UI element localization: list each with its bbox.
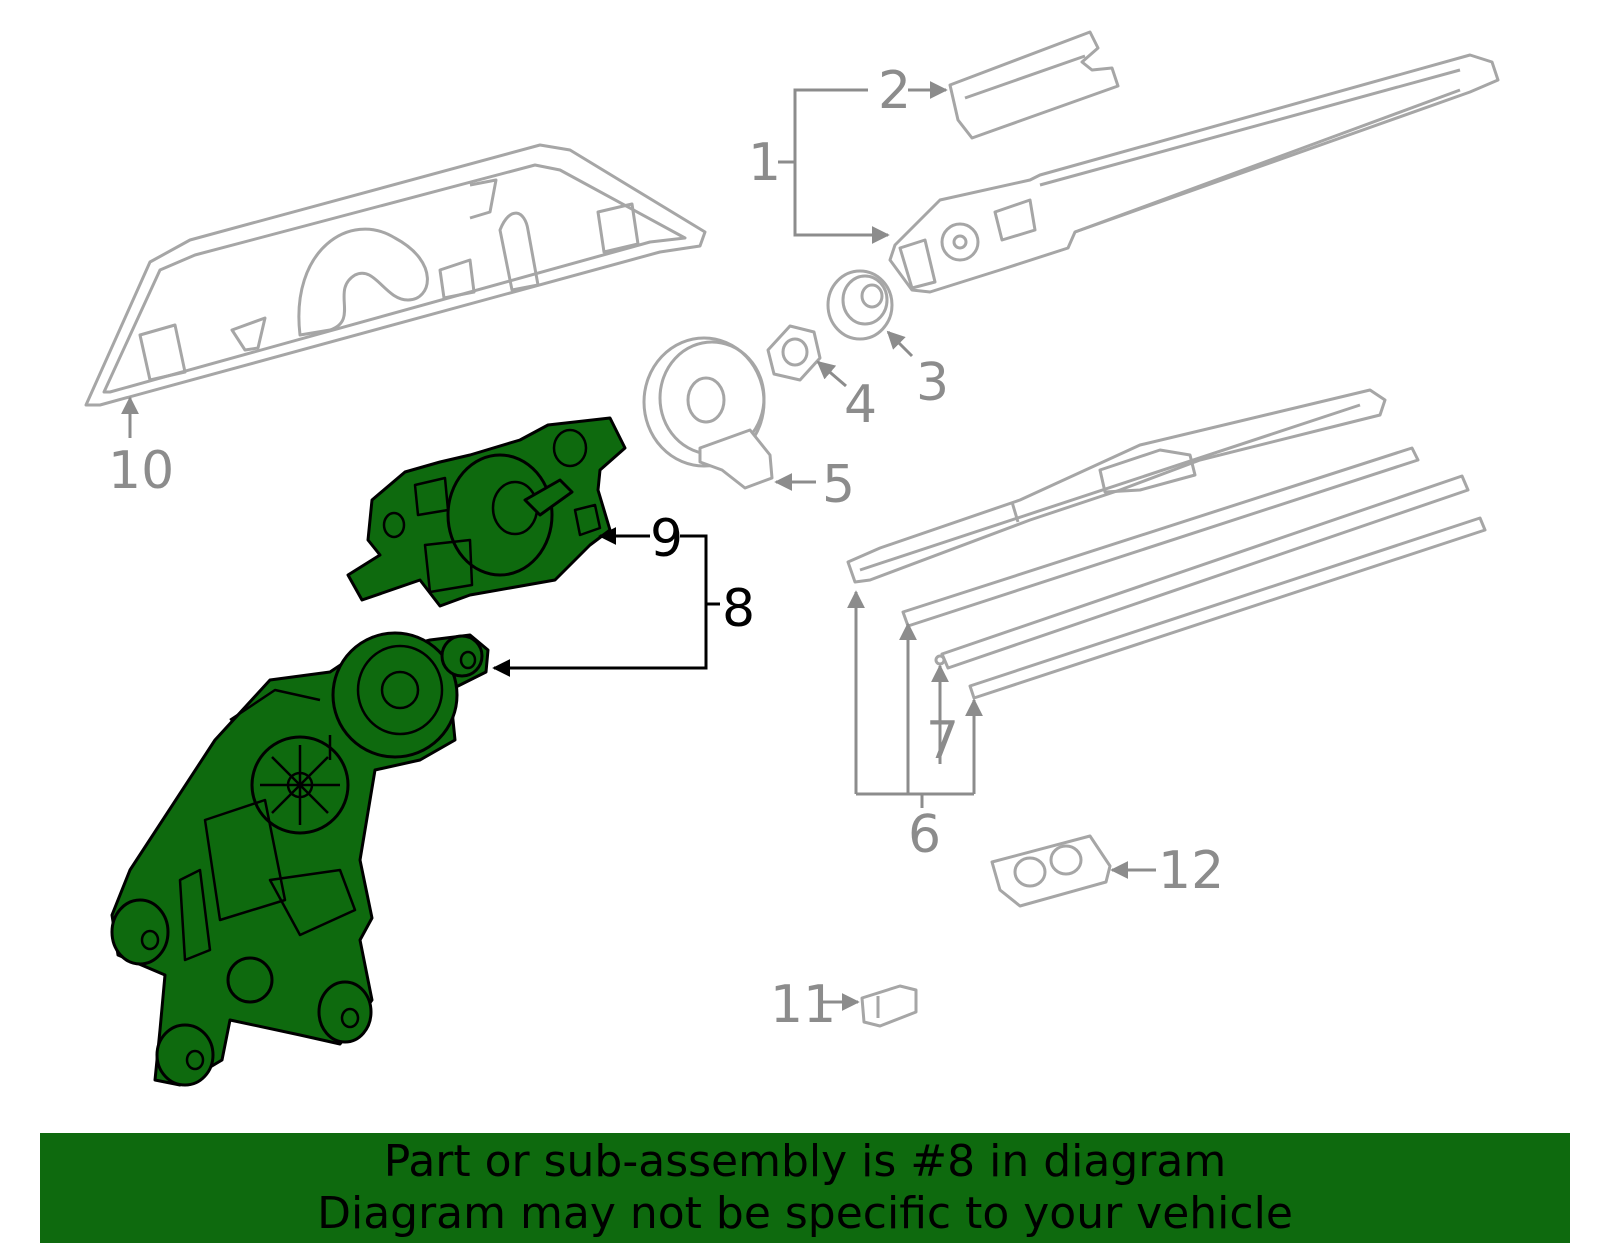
callout-3-leader	[886, 330, 914, 358]
callout-6-7-leaders	[847, 590, 983, 808]
callout-11: 11	[770, 975, 836, 1035]
part-6-refill-strip-c	[968, 516, 1487, 700]
part-12-pad	[990, 834, 1112, 908]
callout-3: 3	[916, 353, 949, 413]
callout-8-leader	[492, 534, 720, 677]
callout-12: 12	[1158, 841, 1224, 901]
banner-line-2: Diagram may not be specific to your vehi…	[317, 1188, 1293, 1239]
callout-6: 6	[908, 805, 941, 865]
callout-1: 1	[748, 133, 781, 193]
banner-line-1: Part or sub-assembly is #8 in diagram	[383, 1136, 1227, 1187]
callout-1-leader	[778, 88, 890, 244]
callout-5: 5	[822, 455, 855, 515]
part-6-wiper-blade	[846, 388, 1387, 584]
part-2-arm-cap	[948, 30, 1120, 140]
callout-2: 2	[878, 61, 911, 121]
callout-10: 10	[108, 441, 174, 501]
info-banner: Part or sub-assembly is #8 in diagram Di…	[40, 1133, 1570, 1243]
part-8-motor-assembly	[110, 631, 490, 1087]
part-5-grommet	[642, 336, 774, 490]
part-4-nut	[766, 324, 822, 382]
callout-9: 9	[650, 509, 683, 569]
callout-4-leader	[816, 360, 847, 388]
part-10-cover-panel	[84, 143, 707, 407]
part-11-clip	[860, 984, 918, 1028]
part-3-cap	[826, 269, 894, 341]
callout-7: 7	[926, 711, 959, 771]
part-9-motor-bracket	[346, 416, 627, 608]
part-7-refill-strip-b	[934, 474, 1470, 670]
callout-8: 8	[722, 579, 755, 639]
part-1-wiper-arm	[888, 53, 1500, 294]
part-6-refill-strip-a	[901, 446, 1420, 628]
callout-4: 4	[844, 375, 877, 435]
